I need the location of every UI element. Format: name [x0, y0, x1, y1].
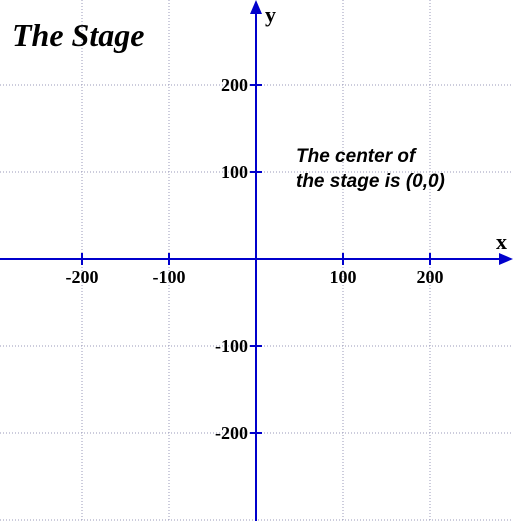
x-tick-label: -100 — [153, 267, 186, 287]
y-tick-label: 200 — [221, 75, 248, 95]
page-title: The Stage — [12, 17, 144, 53]
y-tick-label: 100 — [221, 162, 248, 182]
axis-ticks: -200 -100 100 200 200 100 -100 -200 — [66, 75, 444, 443]
y-tick-label: -200 — [215, 423, 248, 443]
x-axis-arrowhead — [499, 253, 513, 265]
x-tick-label: 200 — [417, 267, 444, 287]
center-note-line-2: the stage is (0,0) — [296, 171, 445, 192]
center-note-line-1: The center of — [296, 146, 417, 167]
x-tick-label: 100 — [330, 267, 357, 287]
y-axis-arrowhead — [250, 0, 262, 14]
x-tick-label: -200 — [66, 267, 99, 287]
x-axis-label: x — [496, 229, 507, 254]
y-axis-label: y — [265, 2, 276, 27]
y-tick-label: -100 — [215, 336, 248, 356]
